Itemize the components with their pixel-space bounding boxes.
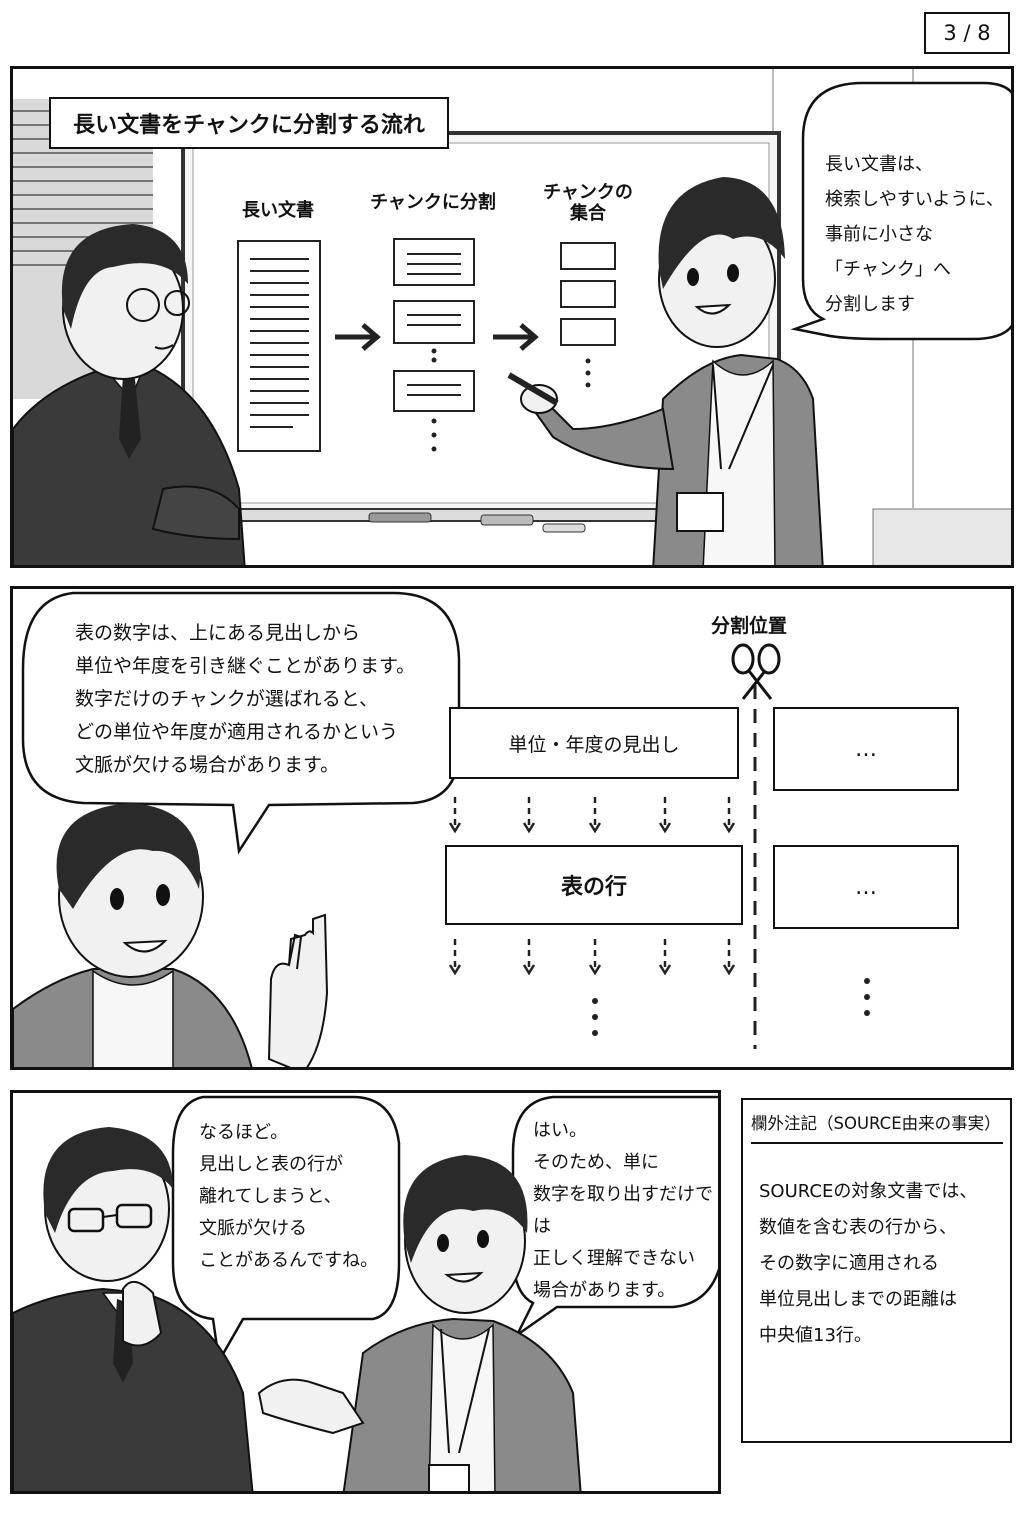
whiteboard-label-chunk-split: チャンクに分割 — [370, 192, 496, 213]
arrow-icon — [493, 323, 539, 351]
panel-title: 長い文書をチャンクに分割する流れ — [49, 97, 449, 149]
speech-bubble-shape — [171, 1095, 401, 1365]
man-in-suit-thinking-figure — [13, 1127, 254, 1491]
heading-box: 単位・年度の見出し — [449, 707, 739, 779]
panel-2-artwork — [13, 591, 870, 1067]
speech-bubble-shape — [511, 1095, 718, 1337]
casual-man-explaining-figure — [257, 1155, 582, 1491]
page-number: 3 / 8 — [924, 12, 1010, 54]
speech-bubble-text-right: はい。 そのため、単に 数字を取り出すだけでは 正しく理解できない 場合がありま… — [533, 1120, 713, 1301]
speech-bubble-text: 表の数字は、上にある見出しから 単位や年度を引き継ぐことがあります。 数字だけの… — [75, 622, 416, 776]
scissors-icon — [731, 643, 781, 700]
panel-1-artwork — [13, 69, 1011, 565]
cut-position-label: 分割位置 — [711, 615, 788, 637]
margin-note: 欄外注記（SOURCE由来の事実） SOURCEの対象文書では、 数値を含む表の… — [741, 1098, 1012, 1443]
panel-2-table-context: 表の数字は、上にある見出しから 単位や年度を引き継ぐことがあります。 数字だけの… — [10, 586, 1014, 1070]
table-row-box: 表の行 — [445, 845, 743, 925]
whiteboard-label-long-document: 長い文書 — [242, 200, 314, 221]
speech-bubble-text: 長い文書は、 検索しやすいように、 事前に小さな 「チャンク」へ 分割します — [825, 154, 1004, 315]
margin-note-body: SOURCEの対象文書では、 数値を含む表の行から、 その数字に適用される 単位… — [759, 1181, 978, 1346]
long-document-drawing — [237, 240, 321, 452]
speech-bubble-shape — [790, 81, 1011, 341]
chunk-boxes — [393, 238, 475, 412]
whiteboard-label-chunk-set: チャンクの 集合 — [543, 182, 633, 224]
speech-bubble-shape — [21, 591, 461, 855]
ellipsis-dots — [592, 978, 870, 1036]
panel-3-conversation: なるほど。 見出しと表の行が 離れてしまうと、 文脈が欠ける ことがあるんですね… — [10, 1090, 721, 1494]
arrow-down-icon — [453, 797, 731, 829]
speech-bubble-text-left: なるほど。 見出しと表の行が 離れてしまうと、 文脈が欠ける ことがあるんですね… — [199, 1122, 379, 1271]
arrow-down-icon — [453, 939, 731, 971]
chunk-set-boxes — [560, 242, 616, 346]
ellipsis-box-lower: … — [773, 845, 959, 929]
ellipsis-box-upper: … — [773, 707, 959, 791]
ellipsis-dots — [431, 348, 437, 452]
panel-1-whiteboard-explanation: 長い文書をチャンクに分割する流れ 長い文書 チャンクに分割 チャンクの 集合 長… — [10, 66, 1014, 568]
margin-note-title: 欄外注記（SOURCE由来の事実） — [751, 1110, 1003, 1144]
man-in-suit-figure — [13, 224, 246, 565]
casual-man-pointing-figure — [13, 803, 329, 1067]
casual-man-figure — [507, 177, 824, 565]
panel-3-artwork — [13, 1095, 718, 1491]
arrow-icon — [335, 323, 381, 351]
